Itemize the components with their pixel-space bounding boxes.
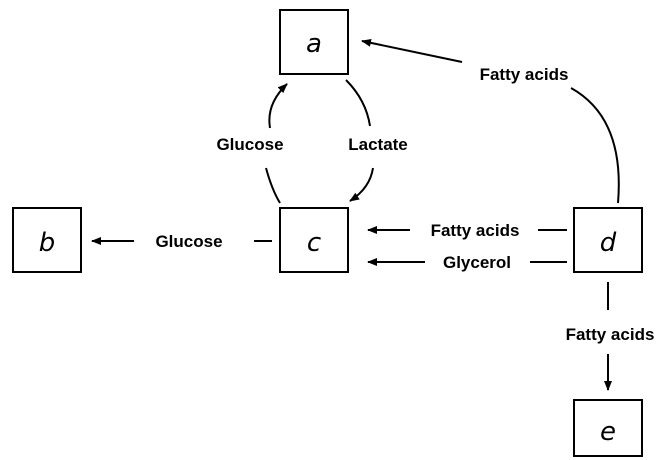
edge-c-to-a-lower bbox=[265, 167, 281, 204]
node-e: e bbox=[573, 399, 643, 457]
node-c-label: c bbox=[307, 228, 321, 258]
edge-d-to-a-arrow bbox=[361, 38, 463, 63]
edge-a-to-c-upper bbox=[345, 79, 371, 127]
node-b-box bbox=[12, 207, 82, 273]
node-c-box bbox=[279, 207, 349, 273]
edge-c-to-a-upper bbox=[268, 83, 288, 129]
node-b-label: b bbox=[39, 228, 56, 258]
edge-a-to-c-lower bbox=[349, 167, 374, 202]
edge-c-to-b-label: Glucose bbox=[155, 232, 222, 251]
node-e-box bbox=[573, 399, 643, 457]
edge-d-to-e-label: Fatty acids bbox=[566, 325, 655, 344]
edge-d-to-c-glycerol-label: Glycerol bbox=[443, 253, 511, 272]
node-d-label: d bbox=[600, 228, 617, 258]
node-c: c bbox=[279, 207, 349, 273]
edge-d-to-a-curve bbox=[570, 87, 620, 204]
edge-c-to-a-label: Glucose bbox=[216, 135, 283, 154]
node-a: a bbox=[279, 9, 349, 75]
edge-a-to-c-label: Lactate bbox=[348, 135, 408, 154]
node-d-box bbox=[573, 207, 643, 273]
node-b: b bbox=[12, 207, 82, 273]
node-d: d bbox=[573, 207, 643, 273]
node-a-box bbox=[279, 9, 349, 75]
node-a-label: a bbox=[306, 29, 322, 59]
node-e-label: e bbox=[600, 417, 616, 447]
edge-d-to-a-label: Fatty acids bbox=[480, 65, 569, 84]
edge-d-to-c-fatty-label: Fatty acids bbox=[431, 221, 520, 240]
